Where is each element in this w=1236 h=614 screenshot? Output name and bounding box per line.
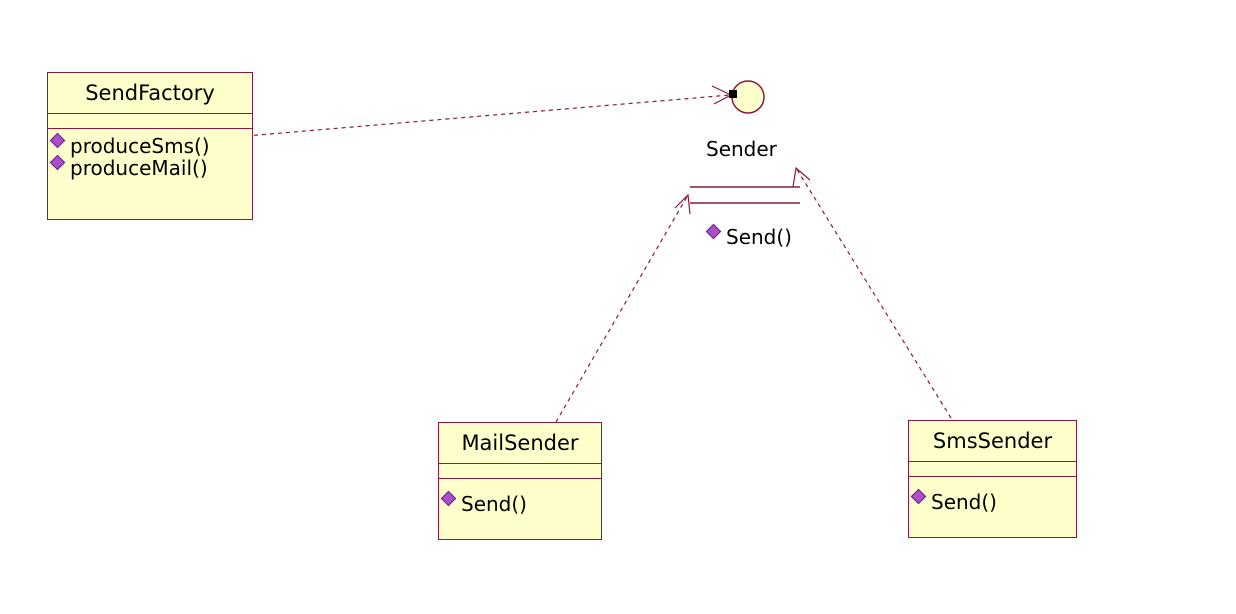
dependency-sendfactory-sender bbox=[242, 85, 737, 140]
operation-diamond-icon bbox=[705, 223, 722, 240]
operations-compartment: Send() bbox=[909, 477, 1076, 517]
operations-compartment: Send() bbox=[439, 479, 601, 519]
operation-label: Send() bbox=[726, 225, 792, 249]
operation-item[interactable]: Send() bbox=[910, 488, 1076, 514]
operation-label: Send() bbox=[461, 492, 527, 516]
class-smssender[interactable]: SmsSender Send() bbox=[908, 420, 1077, 538]
class-name: SendFactory bbox=[48, 73, 252, 114]
operation-item[interactable]: produceMail() bbox=[49, 154, 252, 180]
operation-diamond-icon bbox=[49, 132, 66, 149]
operation-diamond-icon bbox=[49, 154, 66, 171]
attributes-compartment bbox=[48, 114, 252, 129]
operation-label: Send() bbox=[931, 490, 997, 514]
operations-compartment: produceSms() produceMail() bbox=[48, 129, 252, 183]
class-name: SmsSender bbox=[909, 421, 1076, 462]
realization-smssender-sender bbox=[792, 166, 952, 419]
realization-mailsender-sender bbox=[555, 193, 691, 423]
operation-item[interactable]: Send() bbox=[440, 490, 601, 516]
class-name: MailSender bbox=[439, 423, 601, 464]
interface-sender-name[interactable]: Sender bbox=[706, 137, 777, 161]
class-mailsender[interactable]: MailSender Send() bbox=[438, 422, 602, 540]
interface-sender-operations: Send() bbox=[704, 223, 792, 249]
operation-item[interactable]: Send() bbox=[705, 223, 792, 249]
operation-item[interactable]: produceSms() bbox=[49, 132, 252, 158]
operation-diamond-icon bbox=[440, 490, 457, 507]
connector-end-square bbox=[729, 90, 737, 98]
operation-diamond-icon bbox=[910, 488, 927, 505]
operation-label: produceMail() bbox=[70, 156, 208, 180]
attributes-compartment bbox=[439, 464, 601, 479]
operation-label: produceSms() bbox=[70, 134, 210, 158]
attributes-compartment bbox=[909, 462, 1076, 477]
class-sendfactory[interactable]: SendFactory produceSms() produceMail() bbox=[47, 72, 253, 220]
